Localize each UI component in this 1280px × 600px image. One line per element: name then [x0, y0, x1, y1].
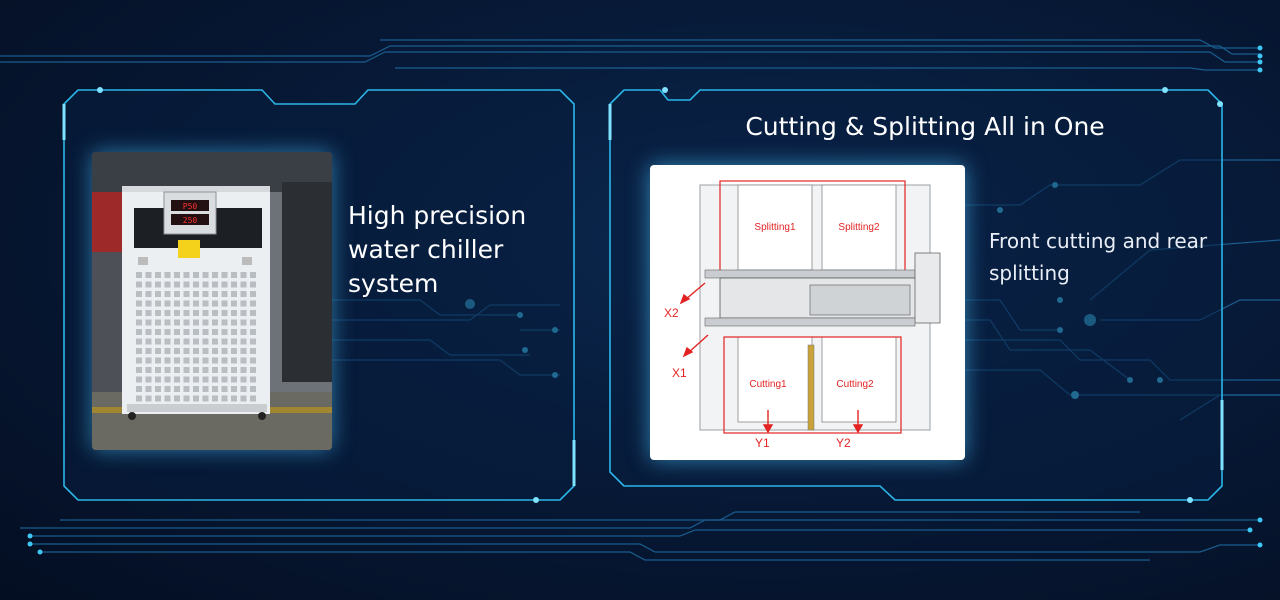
cutting-feature-text: Front cutting and rear splitting — [989, 229, 1208, 285]
zone-splitting-1: Splitting1 — [754, 222, 796, 233]
water-chiller-photo: P50 250 — [92, 152, 332, 450]
panel-title: Cutting & Splitting All in One — [745, 112, 1105, 141]
zone-splitting-2: Splitting2 — [838, 222, 880, 233]
zone-cutting-2: Cutting2 — [836, 379, 874, 390]
axis-label-x2: X2 — [664, 306, 679, 320]
axis-label-y2: Y2 — [836, 436, 851, 450]
axis-label-x1: X1 — [672, 366, 687, 380]
axis-label-y1: Y1 — [755, 436, 770, 450]
cutting-splitting-diagram: Splitting1 Splitting2 Cutting1 Cutting2 … — [650, 165, 965, 460]
chiller-feature-text: High precision water chiller system — [348, 201, 527, 298]
chiller-display-bottom: 250 — [183, 216, 198, 225]
chiller-display-top: P50 — [183, 202, 198, 211]
left-feature-panel: P50 250 High precision water chiller sys… — [0, 0, 600, 600]
zone-cutting-1: Cutting1 — [749, 379, 787, 390]
